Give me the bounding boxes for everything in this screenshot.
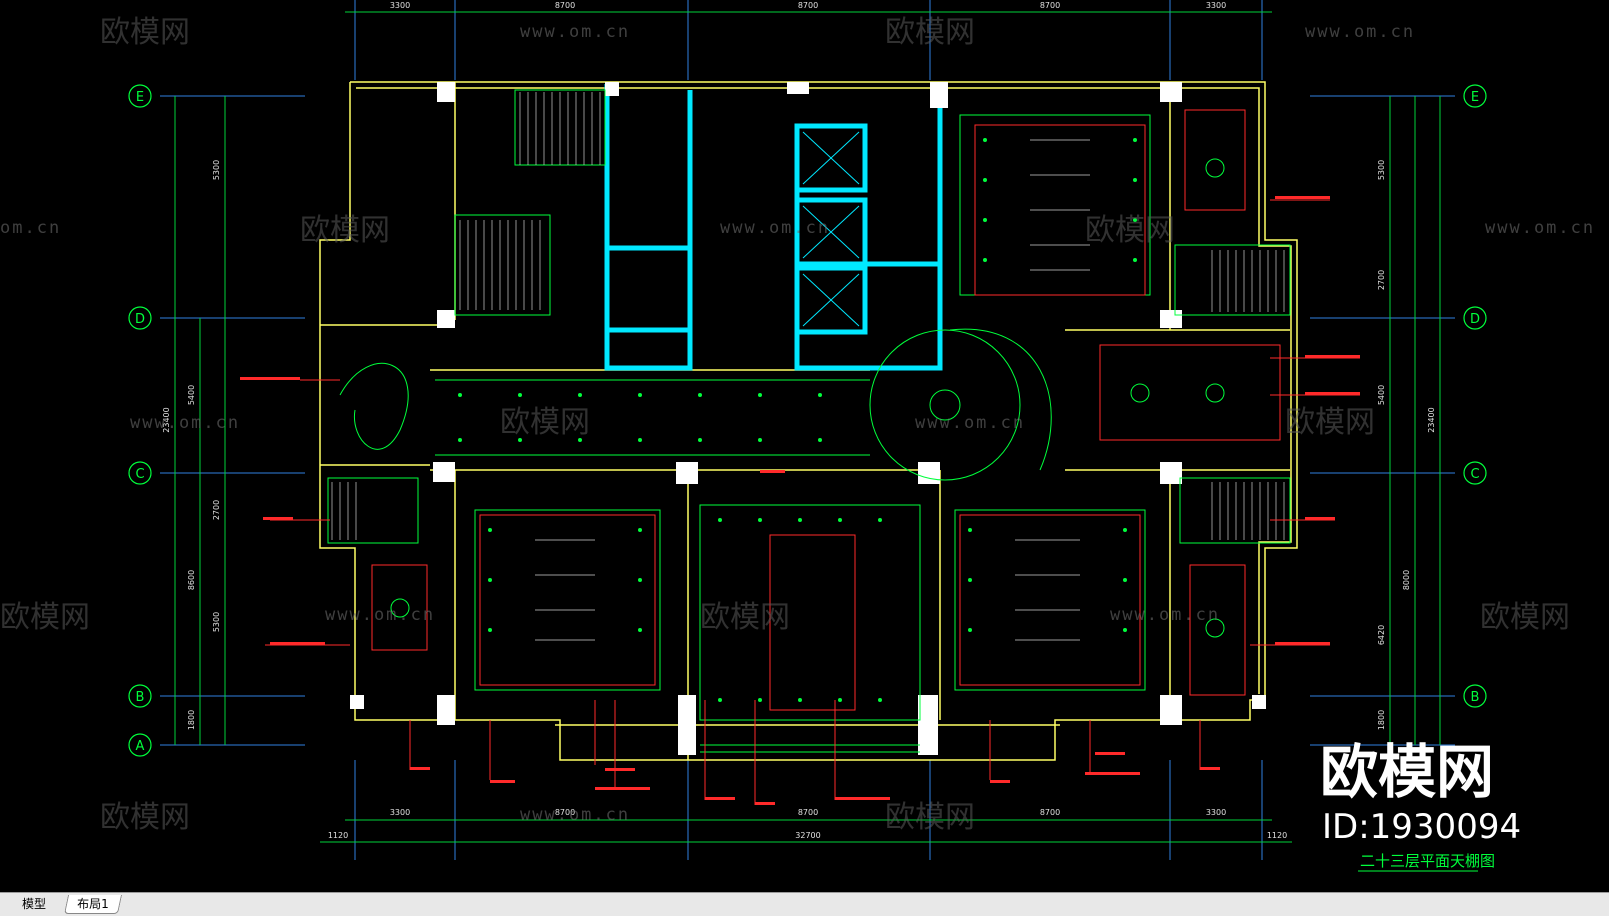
right-dim-3: 5400	[1377, 385, 1386, 405]
watermark-url: www.om.cn	[915, 413, 1025, 433]
grid-label-d-right: D	[1470, 312, 1480, 327]
ceiling-plan-drawing: 3300 8700 8700 8700 3300 3300 8700 8700 …	[0, 0, 1595, 872]
tab-model[interactable]: 模型	[12, 895, 57, 913]
watermark-brand: 欧模网	[700, 600, 790, 635]
right-dim-5: 6420	[1377, 625, 1386, 645]
left-dim-6: 8600	[187, 570, 196, 590]
right-dim-7: 23400	[1427, 407, 1436, 432]
watermark-url: www.om.cn	[720, 218, 830, 238]
grid-label-d-left: D	[135, 312, 145, 327]
watermark-brand: 欧模网	[1480, 600, 1570, 635]
grid-label-c-left: C	[135, 467, 144, 482]
tab-layout-1[interactable]: 布局1	[63, 895, 122, 914]
top-dim-4: 8700	[1040, 1, 1060, 10]
bottom-dim-3: 8700	[798, 808, 818, 817]
core-walls	[604, 84, 943, 371]
watermark-brand: 欧模网	[885, 800, 975, 835]
cad-model-space[interactable]: 3300 8700 8700 8700 3300 3300 8700 8700 …	[0, 0, 1609, 892]
edge-dim-right: 1120	[1267, 831, 1287, 840]
brand-stamp-id: ID:1930094	[1322, 807, 1521, 847]
grid-label-c-right: C	[1470, 467, 1479, 482]
dimension-extension-lines	[160, 0, 1455, 860]
left-dim-2: 5400	[187, 385, 196, 405]
watermark-url: www.om.cn	[1305, 22, 1415, 42]
brand-stamp: 欧模网 ID:1930094	[1320, 738, 1521, 847]
left-dim-7: 23400	[162, 407, 171, 432]
watermark-brand: 欧模网	[1285, 405, 1375, 440]
grid-label-a-left: A	[136, 739, 145, 754]
bottom-dim-5: 3300	[1206, 808, 1226, 817]
tab-model-label: 模型	[22, 897, 47, 911]
watermark-brand: 欧模网	[500, 405, 590, 440]
watermark-url: www.om.cn	[1110, 605, 1220, 625]
grid-label-e-left: E	[136, 90, 144, 105]
watermark-brand: 欧模网	[0, 600, 90, 635]
right-dim-2: 2700	[1377, 270, 1386, 290]
watermark-url-short: om.cn	[0, 218, 61, 238]
right-dim-1: 5300	[1377, 160, 1386, 180]
watermark-url: www.om.cn	[130, 413, 240, 433]
watermark-brand: 欧模网	[100, 15, 190, 50]
left-dim-1: 5300	[212, 160, 221, 180]
bottom-dim-2: 8700	[555, 808, 575, 817]
hatch-strips	[331, 92, 1285, 641]
watermark-url: www.om.cn	[520, 22, 630, 42]
dimension-text: 3300 8700 8700 8700 3300 3300 8700 8700 …	[328, 1, 1287, 840]
structural-columns	[350, 82, 1266, 755]
left-dim-5: 1800	[187, 710, 196, 730]
watermark-brand: 欧模网	[300, 213, 390, 248]
top-dim-3: 8700	[798, 1, 818, 10]
grid-bubbles	[128, 84, 1487, 757]
drawing-title: 二十三层平面天棚图	[1360, 852, 1495, 870]
watermark-brand: 欧模网	[100, 800, 190, 835]
left-dim-3: 2700	[212, 500, 221, 520]
total-dim: 32700	[795, 831, 820, 840]
grid-label-text: E D C B A E D C B	[135, 90, 1480, 754]
elevator-crosses	[802, 131, 860, 327]
annotation-notes	[240, 196, 1360, 805]
tab-layout-label: 布局1	[77, 897, 109, 911]
edge-dim-left: 1120	[328, 831, 348, 840]
grid-label-b-right: B	[1471, 690, 1480, 705]
layout-tab-bar: 模型 布局1	[0, 892, 1609, 916]
top-dim-2: 8700	[555, 1, 575, 10]
vertical-dimension-text: 5300 5400 2700 5300 1800 8600 23400 5300…	[162, 160, 1436, 730]
grid-label-e-right: E	[1471, 90, 1479, 105]
watermark-url: www.om.cn	[1485, 218, 1595, 238]
right-dim-6: 1800	[1377, 710, 1386, 730]
brand-stamp-name: 欧模网	[1320, 738, 1494, 806]
grid-label-b-left: B	[136, 690, 145, 705]
top-dim-1: 3300	[390, 1, 410, 10]
watermark-brand: 欧模网	[1085, 213, 1175, 248]
dimension-lines	[174, 11, 1441, 843]
light-fixtures	[458, 138, 1137, 702]
bottom-dim-1: 3300	[390, 808, 410, 817]
watermark-brand: 欧模网	[885, 15, 975, 50]
top-dim-5: 3300	[1206, 1, 1226, 10]
watermarks: 欧模网 欧模网 欧模网 欧模网 欧模网 欧模网 欧模网 欧模网 欧模网 欧模网 …	[0, 15, 1595, 835]
ceiling-details	[327, 89, 1291, 753]
bottom-dim-4: 8700	[1040, 808, 1060, 817]
ceiling-lamps	[390, 158, 1225, 638]
right-dim-4: 8000	[1402, 570, 1411, 590]
watermark-url: www.om.cn	[520, 805, 630, 825]
watermark-url: www.om.cn	[325, 605, 435, 625]
left-dim-4: 5300	[212, 612, 221, 632]
